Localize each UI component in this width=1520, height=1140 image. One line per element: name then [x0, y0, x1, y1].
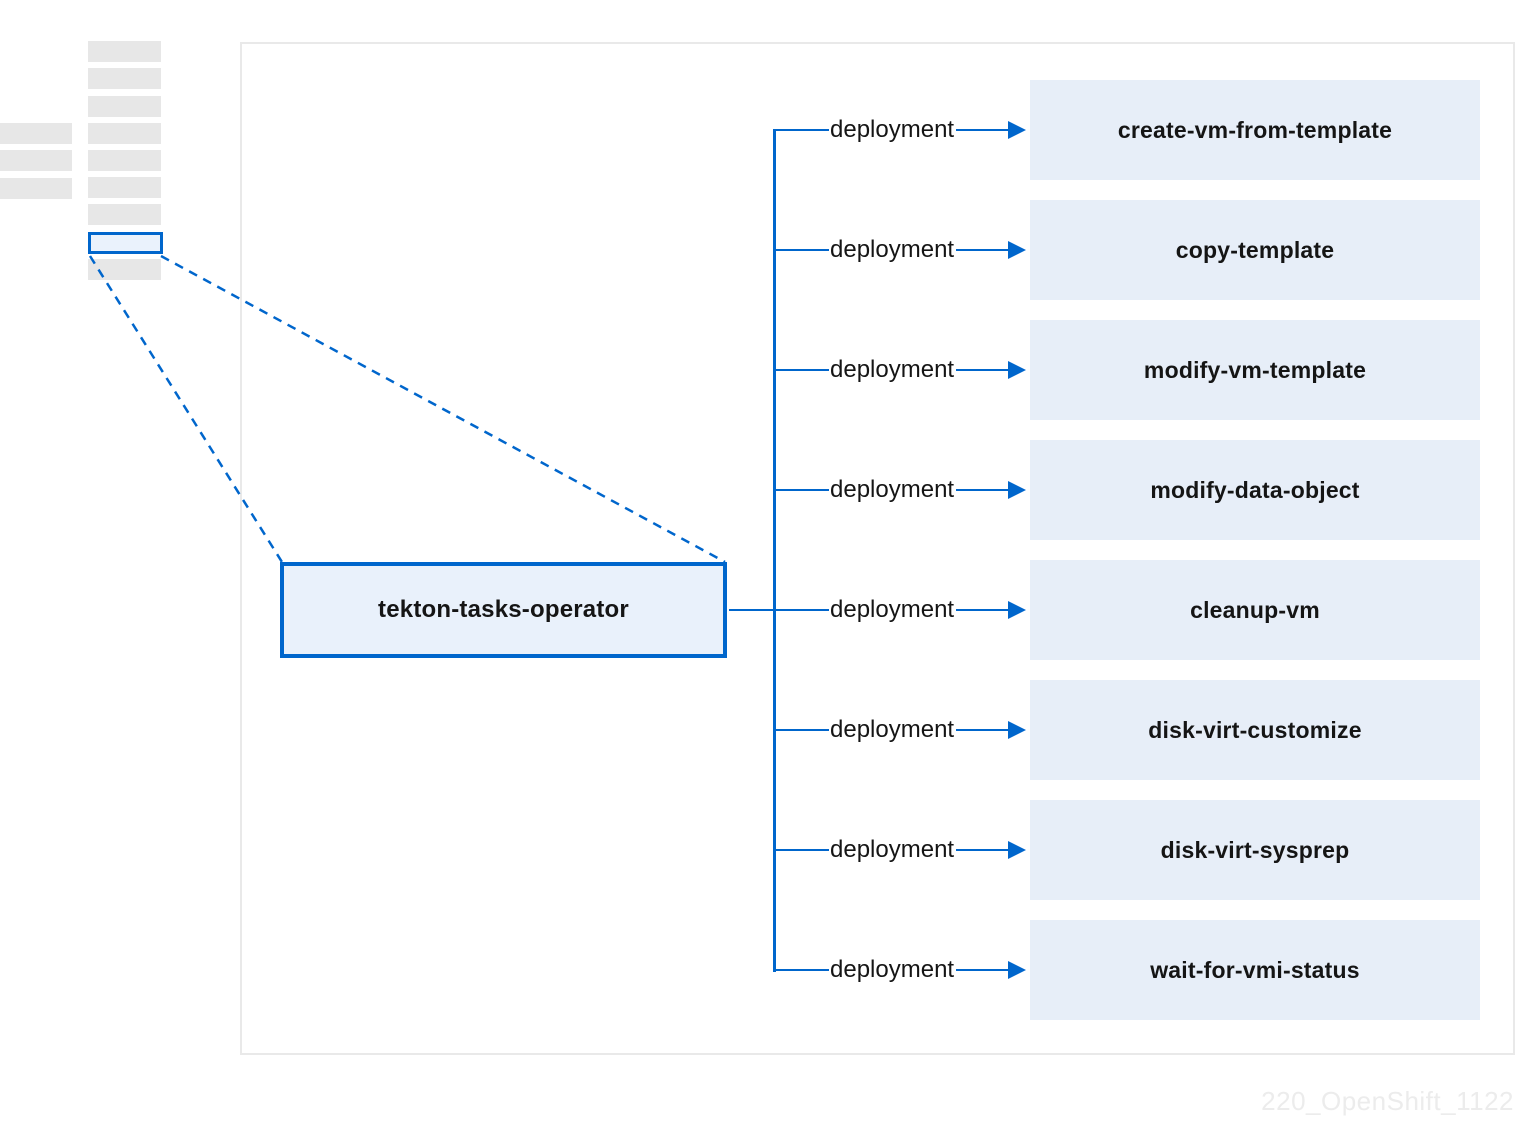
arrow-line	[956, 128, 1009, 132]
skeleton-bar	[88, 41, 161, 62]
arrowhead-icon	[1008, 841, 1026, 859]
skeleton-bar	[0, 178, 72, 199]
skeleton-bar	[0, 123, 72, 144]
deployment-label: deployment	[830, 474, 954, 506]
task-node-label: disk-virt-customize	[1148, 716, 1362, 743]
arrowhead-icon	[1008, 241, 1026, 259]
skeleton-bar	[88, 68, 161, 89]
skeleton-bar	[88, 123, 161, 144]
connector-line	[775, 488, 829, 492]
operator-node-label: tekton-tasks-operator	[378, 596, 629, 623]
deployment-label: deployment	[830, 834, 954, 866]
skeleton-bar	[88, 259, 161, 280]
arrow-line	[956, 608, 1009, 612]
deployment-label: deployment	[830, 114, 954, 146]
skeleton-bar	[88, 96, 161, 117]
skeleton-bar	[88, 177, 161, 198]
arrow-line	[956, 968, 1009, 972]
task-node-label: copy-template	[1175, 236, 1335, 263]
task-node: disk-virt-customize	[1030, 680, 1480, 780]
deployment-label: deployment	[830, 234, 954, 266]
connector-line	[775, 248, 829, 252]
skeleton-bar	[88, 204, 161, 225]
connector-line	[775, 728, 829, 732]
skeleton-bar	[0, 150, 72, 171]
deployment-label: deployment	[830, 354, 954, 386]
connector-line	[775, 968, 829, 972]
arrowhead-icon	[1008, 961, 1026, 979]
task-node: wait-for-vmi-status	[1030, 920, 1480, 1020]
task-node-label: create-vm-from-template	[1117, 116, 1393, 143]
task-node-label: modify-vm-template	[1143, 356, 1367, 383]
task-node: cleanup-vm	[1030, 560, 1480, 660]
arrowhead-icon	[1008, 361, 1026, 379]
selected-item-highlight	[88, 232, 163, 254]
arrowhead-icon	[1008, 601, 1026, 619]
task-node: copy-template	[1030, 200, 1480, 300]
task-node: modify-data-object	[1030, 440, 1480, 540]
arrowhead-icon	[1008, 121, 1026, 139]
arrow-line	[956, 488, 1009, 492]
arrow-line	[956, 848, 1009, 852]
deployment-label: deployment	[830, 594, 954, 626]
operator-node: tekton-tasks-operator	[280, 562, 727, 658]
connector-line	[775, 368, 829, 372]
task-node-label: wait-for-vmi-status	[1150, 956, 1360, 983]
connector-line	[775, 848, 829, 852]
task-node-label: cleanup-vm	[1190, 596, 1320, 623]
arrowhead-icon	[1008, 721, 1026, 739]
task-node: disk-virt-sysprep	[1030, 800, 1480, 900]
diagram-frame	[240, 42, 1515, 1055]
arrowhead-icon	[1008, 481, 1026, 499]
arrow-line	[956, 368, 1009, 372]
task-node-label: modify-data-object	[1150, 476, 1360, 503]
arrow-line	[956, 248, 1009, 252]
task-node-label: disk-virt-sysprep	[1160, 836, 1350, 863]
deployment-label: deployment	[830, 714, 954, 746]
task-node: modify-vm-template	[1030, 320, 1480, 420]
task-node: create-vm-from-template	[1030, 80, 1480, 180]
deployment-label: deployment	[830, 954, 954, 986]
connector-line	[775, 128, 829, 132]
connector-line	[729, 608, 829, 612]
watermark-text: 220_OpenShift_1122	[1261, 1086, 1514, 1116]
connector-trunk	[773, 129, 776, 972]
arrow-line	[956, 728, 1009, 732]
skeleton-bar	[88, 150, 161, 171]
